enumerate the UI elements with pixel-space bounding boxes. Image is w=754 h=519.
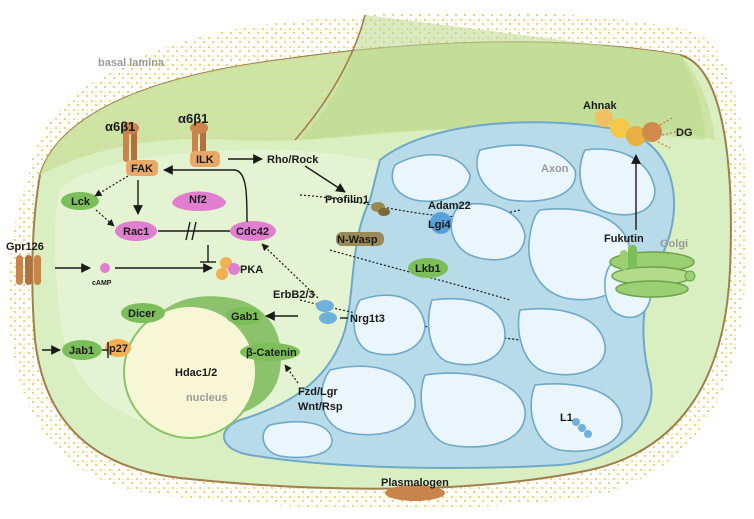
dg-label: DG — [676, 127, 693, 139]
lck-node — [61, 192, 99, 210]
integrin-right-label: α6β1 — [178, 111, 208, 126]
inhibit-bar-2 — [191, 221, 197, 241]
ilk-label: ILK — [196, 154, 214, 166]
lkb1-label: Lkb1 — [415, 263, 441, 275]
ahnak-label: Ahnak — [583, 100, 618, 112]
rho-rock-label: Rho/Rock — [267, 154, 319, 166]
nf2-node — [172, 191, 226, 211]
adam22-node — [430, 212, 452, 234]
fukutin-node — [620, 245, 637, 270]
hdac12-label: Hdac1/2 — [175, 367, 217, 379]
rac1-node — [115, 221, 157, 241]
basal-lamina-label: basal lamina — [98, 57, 165, 69]
axon-cavity — [353, 294, 426, 356]
camp-label: cAMP — [92, 280, 112, 287]
profilin1-node — [371, 202, 390, 216]
n-wasp-node — [336, 232, 384, 246]
fukutin-label: Fukutin — [604, 233, 644, 245]
gpr126-receptor — [16, 255, 41, 285]
plasmalogen-label: Plasmalogen — [381, 477, 449, 489]
erbb-receptor — [316, 300, 337, 324]
arrow-lck-rac1 — [95, 209, 115, 227]
rac1-label: Rac1 — [123, 226, 149, 238]
axon-cavity — [517, 307, 606, 376]
n-wasp-label: N-Wasp — [337, 234, 378, 246]
arrow-cdc42-fak — [163, 165, 248, 223]
golgi-label: Golgi — [660, 238, 688, 250]
nrg1t3-label: Nrg1t3 — [350, 313, 385, 325]
arrow-rhorock-profilin — [304, 165, 346, 193]
camp-node — [100, 263, 110, 273]
p27-label: p27 — [109, 343, 128, 355]
gpr126-label: Gpr126 — [6, 241, 44, 253]
adam22-label: Adam22 — [428, 200, 471, 212]
dicer-node — [121, 303, 165, 323]
axon-cavity — [427, 297, 506, 366]
axon-cavity — [476, 144, 577, 202]
erbb23-label: ErbB2/3 — [273, 289, 315, 301]
fzd-lgr-label: Fzd/Lgr — [298, 386, 338, 398]
nucleus — [123, 305, 257, 439]
integrin-left — [121, 122, 139, 162]
beta-catenin-node — [240, 343, 300, 361]
lgi4-label: Lgi4 — [428, 219, 451, 231]
nf2-label: Nf2 — [189, 194, 207, 206]
nucleus-label: nucleus — [186, 392, 228, 404]
dicer-label: Dicer — [128, 308, 156, 320]
wnt-rsp-label: Wnt/Rsp — [298, 401, 343, 413]
cell-top-ridge — [294, 14, 366, 141]
fak-label: FAK — [131, 163, 153, 175]
gab1-label: Gab1 — [231, 311, 259, 323]
jab1-label: Jab1 — [69, 345, 94, 357]
axon-cavity — [530, 382, 623, 452]
plasmalogen-node — [385, 485, 445, 501]
arrow-erbb-cdc42 — [261, 243, 319, 299]
cdc42-label: Cdc42 — [236, 226, 269, 238]
pka-node — [216, 257, 240, 280]
arrow-fak-lck — [94, 175, 129, 197]
ilk-node — [190, 151, 220, 167]
inhibit-bar-1 — [185, 221, 191, 241]
jab1-node — [62, 340, 102, 360]
beta-catenin-label: β-Catenin — [246, 347, 297, 359]
axon-cavity — [320, 365, 416, 436]
axon-cavity — [262, 420, 333, 459]
profilin1-label: Profilin1 — [325, 194, 369, 206]
pka-label: PKA — [240, 264, 263, 276]
p27-node — [105, 339, 131, 357]
cdc42-node — [230, 221, 276, 241]
fak-node — [126, 160, 158, 176]
axon-cavity — [450, 203, 526, 261]
integrin-right — [190, 122, 208, 158]
cell-top-face-2 — [300, 15, 705, 140]
lck-label: Lck — [71, 196, 91, 208]
axon-label: Axon — [541, 163, 569, 175]
integrin-left-label: α6β1 — [105, 119, 135, 134]
lkb1-node — [408, 258, 448, 278]
l1-label: L1 — [560, 412, 573, 424]
gab1-node — [226, 307, 262, 325]
l1-node — [572, 418, 592, 438]
axon-cavity — [420, 372, 526, 448]
axon-cavity — [391, 154, 471, 202]
ahnak-dg-cluster — [595, 109, 677, 149]
